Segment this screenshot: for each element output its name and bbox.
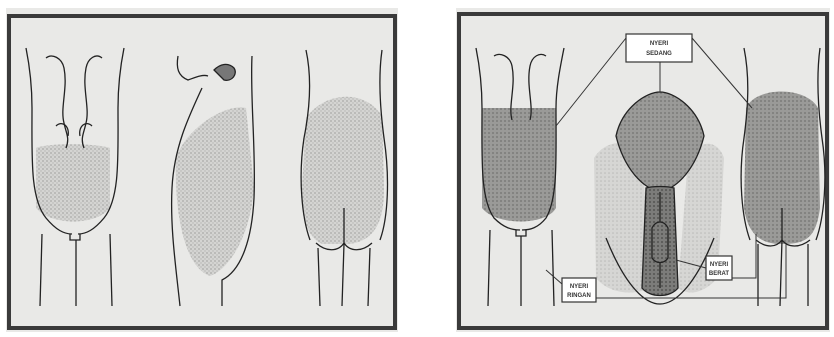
- body-views-illustration: [6, 8, 398, 332]
- back-body-view: [741, 48, 825, 306]
- shaded-pain-area: [482, 108, 556, 222]
- front-body-view: [476, 48, 564, 306]
- label-severe-pain: NYERI BERAT: [706, 256, 732, 280]
- pain-intensity-illustration: NYERI SEDANG NYERI BERAT NYERI RINGAN: [456, 8, 830, 332]
- svg-text:BERAT: BERAT: [709, 271, 730, 277]
- label-mild-pain: NYERI RINGAN: [562, 278, 596, 302]
- label-moderate-pain: NYERI SEDANG: [626, 34, 692, 62]
- svg-text:RINGAN: RINGAN: [567, 293, 591, 299]
- svg-text:SEDANG: SEDANG: [646, 51, 672, 57]
- shaded-pain-area: [36, 144, 110, 221]
- shaded-pain-area: [302, 97, 384, 244]
- svg-text:NYERI: NYERI: [570, 284, 589, 290]
- shaded-pain-area: [176, 107, 254, 276]
- svg-text:NYERI: NYERI: [650, 41, 669, 47]
- pelvic-diagram: [594, 92, 724, 304]
- pain-diagram-left-panel: [6, 8, 398, 332]
- front-body-view: [26, 48, 124, 306]
- pain-diagram-right-panel: NYERI SEDANG NYERI BERAT NYERI RINGAN: [456, 8, 830, 332]
- side-body-view: [172, 56, 255, 306]
- svg-text:NYERI: NYERI: [710, 262, 729, 268]
- back-body-view: [301, 50, 387, 306]
